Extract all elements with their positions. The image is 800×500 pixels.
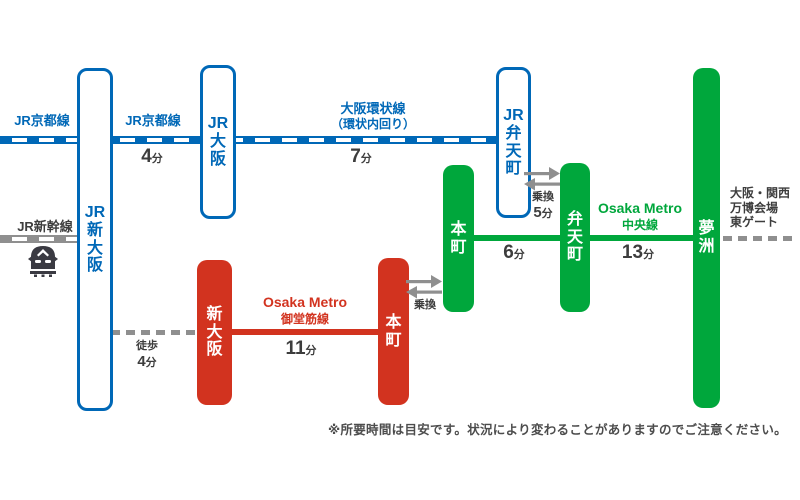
metro-midosuji-line-label: Osaka Metro 御堂筋線 xyxy=(235,294,375,327)
station-metro-bentencho: 弁天町 xyxy=(560,163,590,312)
duration-midosuji: 11分 xyxy=(285,338,317,359)
note-text: ※所要時間は目安です。状況により変わることがありますのでご注意ください。 xyxy=(328,423,787,437)
jr-shinkansen-label: JR新幹線 xyxy=(17,219,73,234)
walk-dashed-line xyxy=(111,330,197,335)
duration-walk: 徒歩 4分 xyxy=(136,340,158,370)
station-metro-hommachi-chuo: 本町 xyxy=(443,165,474,312)
duration-loop: 7分 xyxy=(350,146,372,167)
jr-kyoto-line-label-mid: JR京都線 xyxy=(125,113,181,128)
expo-east-gate-label: 大阪・関西 万博会場 東ゲート xyxy=(730,186,798,230)
metro-chuo-line-label: Osaka Metro 中央線 xyxy=(570,200,710,233)
jr-shinkansen-line xyxy=(0,235,82,243)
transfer-arrows-icon-hommachi xyxy=(406,275,442,299)
metro-midosuji-name: 御堂筋線 xyxy=(280,312,329,326)
metro-chuo-name: 中央線 xyxy=(621,218,658,232)
station-metro-shin-osaka: 新大阪 xyxy=(197,260,232,405)
east-gate-dashed-line xyxy=(723,236,797,241)
duration-chuo-hommachi-bentencho: 6分 xyxy=(503,242,525,263)
station-yumeshima-label: 夢洲 xyxy=(698,220,715,255)
station-metro-hommachi-chuo-label: 本町 xyxy=(450,220,467,256)
transfer-hommachi: 乗換 xyxy=(414,299,436,311)
transfer-arrows-icon-bentencho xyxy=(524,167,560,191)
metro-chuo-brand: Osaka Metro xyxy=(597,200,683,216)
jr-kyoto-loop-line xyxy=(0,136,512,144)
osaka-loop-line-direction: （環状内回り） xyxy=(330,117,415,131)
osaka-loop-line-label: 大阪環状線 （環状内回り） xyxy=(303,101,443,132)
metro-midosuji-line xyxy=(212,329,396,335)
expo-east-gate-line2: 万博会場 xyxy=(730,200,779,215)
station-metro-hommachi-midosuji: 本町 xyxy=(378,258,409,405)
station-metro-shin-osaka-label: 新大阪 xyxy=(206,305,223,359)
expo-east-gate-line1: 大阪・関西 xyxy=(730,186,791,200)
transfer-bentencho: 乗換 5分 xyxy=(532,191,554,221)
expo-east-gate-line3: 東ゲート xyxy=(730,215,779,229)
station-metro-bentencho-label: 弁天町 xyxy=(566,210,583,264)
duration-kyoto: 4分 xyxy=(141,146,163,167)
jr-kyoto-line-label-left: JR京都線 xyxy=(14,113,70,128)
duration-chuo-bentencho-yumeshima: 13分 xyxy=(621,242,655,263)
station-metro-hommachi-midosuji-label: 本町 xyxy=(385,313,402,349)
metro-midosuji-brand: Osaka Metro xyxy=(262,294,348,310)
shinkansen-icon xyxy=(28,246,58,277)
station-yumeshima: 夢洲 xyxy=(693,68,720,408)
osaka-loop-line-name: 大阪環状線 xyxy=(340,101,406,116)
